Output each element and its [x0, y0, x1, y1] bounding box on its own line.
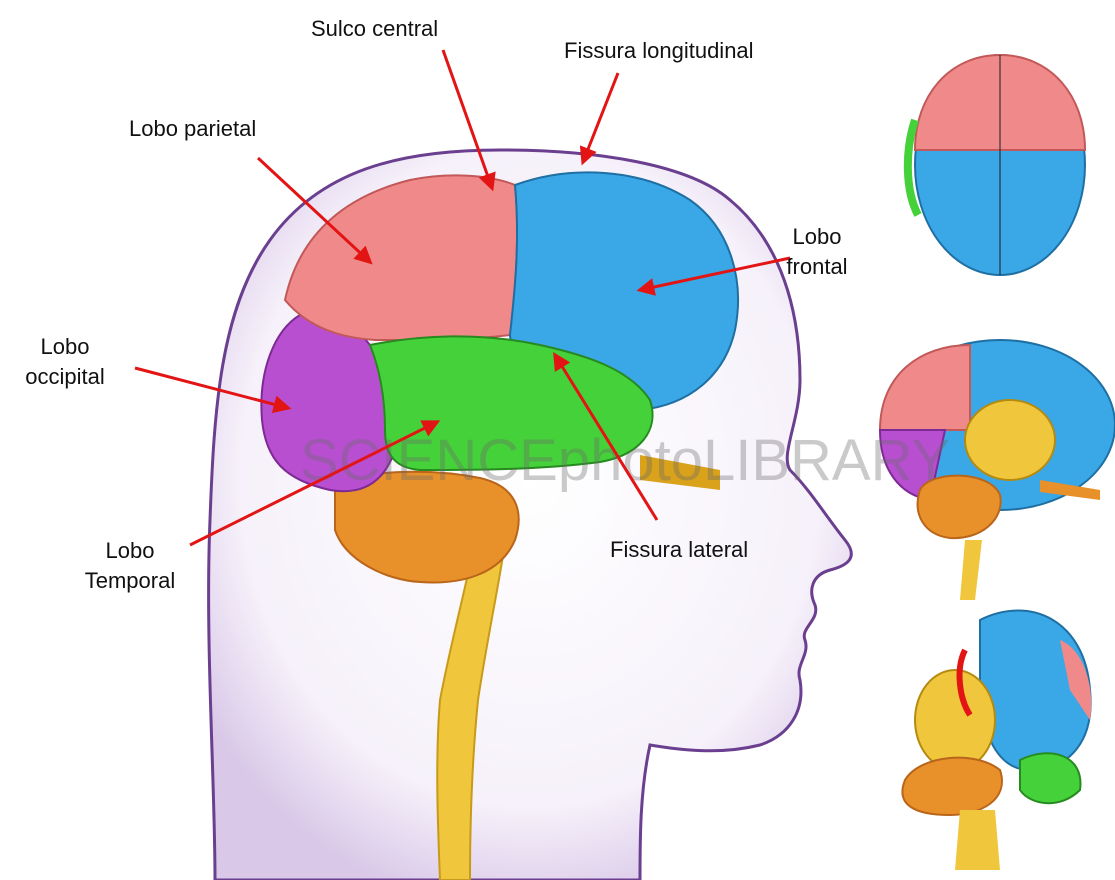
label-lobo-occipital-line2: occipital	[10, 362, 120, 392]
label-lobo-frontal-line2: frontal	[772, 252, 862, 282]
label-lobo-occipital: Lobo occipital	[10, 332, 120, 392]
label-fissura-lateral: Fissura lateral	[610, 535, 748, 565]
label-lobo-frontal: Lobo frontal	[772, 222, 862, 282]
label-lobo-parietal: Lobo parietal	[129, 114, 256, 144]
top-view-brain	[908, 55, 1085, 275]
label-lobo-temporal: Lobo Temporal	[75, 536, 185, 596]
label-fissura-longitudinal: Fissura longitudinal	[564, 36, 754, 66]
label-lobo-temporal-line2: Temporal	[75, 566, 185, 596]
label-lobo-occipital-line1: Lobo	[10, 332, 120, 362]
watermark-text: SCIENCEphotoLIBRARY	[300, 428, 950, 493]
front-view-brain	[902, 611, 1091, 870]
label-sulco-central: Sulco central	[311, 14, 438, 44]
label-lobo-frontal-line1: Lobo	[772, 222, 862, 252]
arrow-fissura-longitudinal	[583, 73, 618, 162]
label-lobo-temporal-line1: Lobo	[75, 536, 185, 566]
